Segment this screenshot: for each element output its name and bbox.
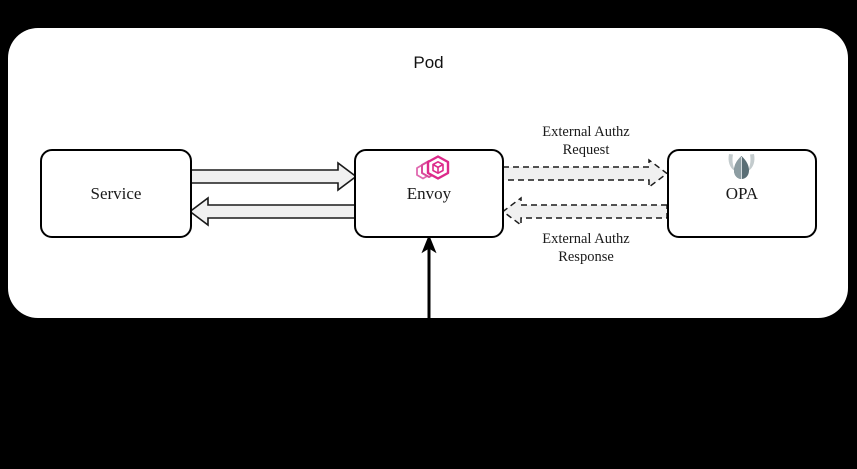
pod-title: Pod: [413, 53, 444, 72]
edge-envoy-to-opa: [502, 158, 669, 189]
edge-service-to-envoy: [190, 161, 358, 192]
edge-label-external-authz-response: External Authz Response: [542, 231, 630, 266]
node-opa-box[interactable]: [667, 149, 817, 238]
edge-label-external-authz-request: External Authz Request: [542, 124, 630, 159]
node-label-opa: OPA: [725, 184, 759, 203]
edge-opa-to-envoy: [501, 196, 668, 227]
node-label-envoy: Envoy: [406, 184, 452, 203]
node-label-service: Service: [90, 184, 142, 203]
node-service-box[interactable]: [40, 149, 192, 238]
node-envoy-box[interactable]: [354, 149, 504, 238]
edge-ingress-to-envoy: [421, 234, 437, 469]
opa-logo-icon: [728, 154, 755, 179]
edge-envoy-to-service: [188, 196, 356, 227]
envoy-logo-icon: [416, 155, 450, 180]
